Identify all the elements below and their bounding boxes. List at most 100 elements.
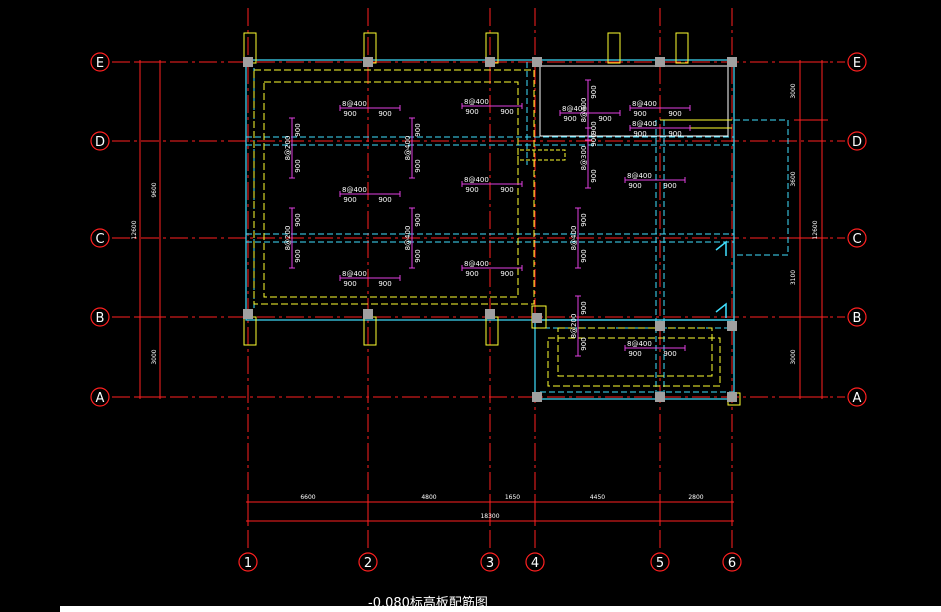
rebar-span: 900 xyxy=(563,115,576,123)
rebar-span: 900 xyxy=(500,108,513,116)
column xyxy=(532,57,542,67)
axis-label-E: E xyxy=(853,56,861,71)
rebar-span: 900 xyxy=(590,169,598,182)
axis-label-4: 4 xyxy=(531,556,539,571)
dim-right-total-label: 12600 xyxy=(812,220,819,239)
rebar-label: 8@400 xyxy=(404,226,412,251)
dim-left-lower-label: 3000 xyxy=(151,349,158,364)
axis-label-A: A xyxy=(96,391,105,406)
column xyxy=(485,309,495,319)
rebar-span: 900 xyxy=(590,133,598,146)
wall-outline-east xyxy=(734,119,789,256)
rebar-span: 900 xyxy=(633,110,646,118)
axis-bubble-C xyxy=(90,228,110,248)
opening-outline xyxy=(539,65,729,137)
rebar-label: 8@400 xyxy=(570,226,578,251)
axis-label-B: B xyxy=(96,311,105,326)
rebar-horizontal: 8@400 900 900 xyxy=(629,100,691,118)
axis-label-C: C xyxy=(852,232,861,247)
column xyxy=(532,313,542,323)
rebar-horizontal: 8@400 900 900 xyxy=(339,100,401,118)
rebar-span: 900 xyxy=(414,159,422,172)
dim-span-label: 4450 xyxy=(590,494,605,501)
rebar-span: 900 xyxy=(414,249,422,262)
rebar-span: 900 xyxy=(294,213,302,226)
dim-span-label: 6600 xyxy=(300,494,315,501)
axis-bubble-2 xyxy=(358,552,378,572)
axis-bubble-4 xyxy=(525,552,545,572)
column xyxy=(655,321,665,331)
rebar-label: 8@400 xyxy=(342,270,367,278)
dim-right-span-label: 3600 xyxy=(790,171,797,186)
rebar-label: 8@400 xyxy=(632,100,657,108)
axis-label-A: A xyxy=(853,391,862,406)
dim-span-label: 2800 xyxy=(688,494,703,501)
rebar-label: 8@400 xyxy=(342,100,367,108)
beam-outline xyxy=(517,149,566,161)
rebar-span: 900 xyxy=(663,350,676,358)
axis-bubble-C xyxy=(847,228,867,248)
rebar-span: 900 xyxy=(580,301,588,314)
axis-bubble-B xyxy=(90,307,110,327)
column-stub xyxy=(607,32,621,64)
dim-left-total-label: 12600 xyxy=(131,220,138,239)
rebar-label: 8@400 xyxy=(580,98,588,123)
rebar-label: 8@200 xyxy=(284,226,292,251)
axis-bubble-6 xyxy=(722,552,742,572)
column xyxy=(727,392,737,402)
status-strip xyxy=(60,606,941,612)
column xyxy=(363,309,373,319)
dim-span-label: 4800 xyxy=(421,494,436,501)
rebar-span: 900 xyxy=(378,110,391,118)
column xyxy=(485,57,495,67)
rebar-span: 900 xyxy=(414,123,422,136)
axis-bubble-A xyxy=(90,387,110,407)
rebar-span: 900 xyxy=(590,121,598,134)
rebar-span: 900 xyxy=(465,108,478,116)
column xyxy=(243,57,253,67)
axis-bubble-E xyxy=(847,52,867,72)
rebar-span: 900 xyxy=(343,196,356,204)
column-stub xyxy=(363,316,377,346)
axis-label-2: 2 xyxy=(364,556,372,571)
rebar-span: 900 xyxy=(465,186,478,194)
rebar-span: 900 xyxy=(598,115,611,123)
rebar-span: 900 xyxy=(668,110,681,118)
beam-outline xyxy=(263,81,519,298)
axis-bubble-A xyxy=(847,387,867,407)
rebar-span: 900 xyxy=(500,270,513,278)
column xyxy=(532,392,542,402)
rebar-span: 900 xyxy=(580,249,588,262)
rebar-span: 900 xyxy=(294,249,302,262)
axis-label-D: D xyxy=(852,135,862,150)
rebar-label: 8@400 xyxy=(562,105,587,113)
axis-bubble-1 xyxy=(238,552,258,572)
rebar-span: 900 xyxy=(668,130,681,138)
rebar-label: 8@400 xyxy=(632,120,657,128)
column xyxy=(363,57,373,67)
column xyxy=(727,321,737,331)
rebar-label: 8@400 xyxy=(627,340,652,348)
dim-right-span-label: 3000 xyxy=(790,349,797,364)
rebar-span: 900 xyxy=(500,186,513,194)
rebar-span: 900 xyxy=(343,110,356,118)
rebar-label: 8@400 xyxy=(464,260,489,268)
axis-label-D: D xyxy=(95,135,105,150)
column xyxy=(655,57,665,67)
axis-label-5: 5 xyxy=(656,556,664,571)
dim-right-span-label: 3100 xyxy=(790,270,797,285)
column-stub xyxy=(485,316,499,346)
rebar-span: 900 xyxy=(628,182,641,190)
rebar-span: 900 xyxy=(628,350,641,358)
axis-label-1: 1 xyxy=(244,556,252,571)
rebar-label: 8@200 xyxy=(570,314,578,339)
